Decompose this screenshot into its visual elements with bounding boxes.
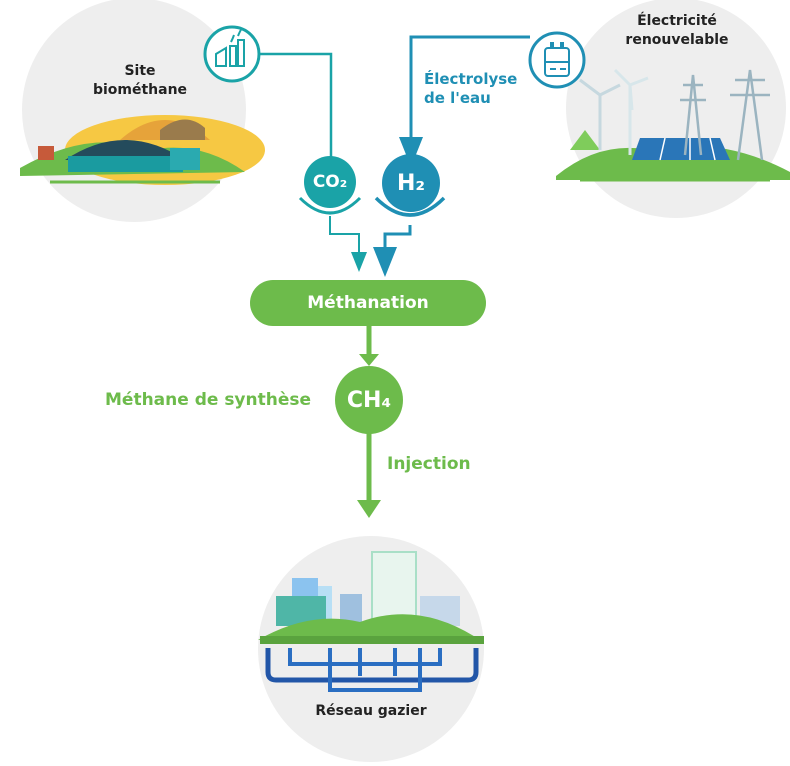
h2-cradle (374, 196, 446, 217)
biomethane-site-illustration (20, 115, 265, 185)
co2-to-methanation-arrow (329, 216, 367, 272)
co2-feed-line (259, 52, 333, 158)
injection-label: Injection (387, 454, 471, 474)
co2-molecule: CO₂ (304, 156, 356, 208)
biomethane-site-bg (22, 0, 246, 222)
h2-to-methanation-arrow (373, 225, 412, 277)
h2-feed-line (399, 35, 530, 167)
renewable-electricity-illustration (556, 68, 790, 182)
electrolyser-icon (528, 31, 586, 89)
co2-cradle (298, 196, 362, 215)
methanation-to-ch4-arrowhead (359, 354, 379, 366)
ch4-molecule: CH₄ (335, 366, 403, 434)
injection-arrowhead (357, 500, 381, 518)
biomethane-plant-icon (203, 25, 261, 83)
gas-network-illustration (258, 551, 484, 692)
synthetic-methane-label: Méthane de synthèse (105, 390, 312, 410)
methanation-process: Méthanation (250, 280, 486, 326)
gas-network-label: Réseau gazier (315, 703, 427, 719)
h2-molecule: H₂ (382, 154, 440, 212)
